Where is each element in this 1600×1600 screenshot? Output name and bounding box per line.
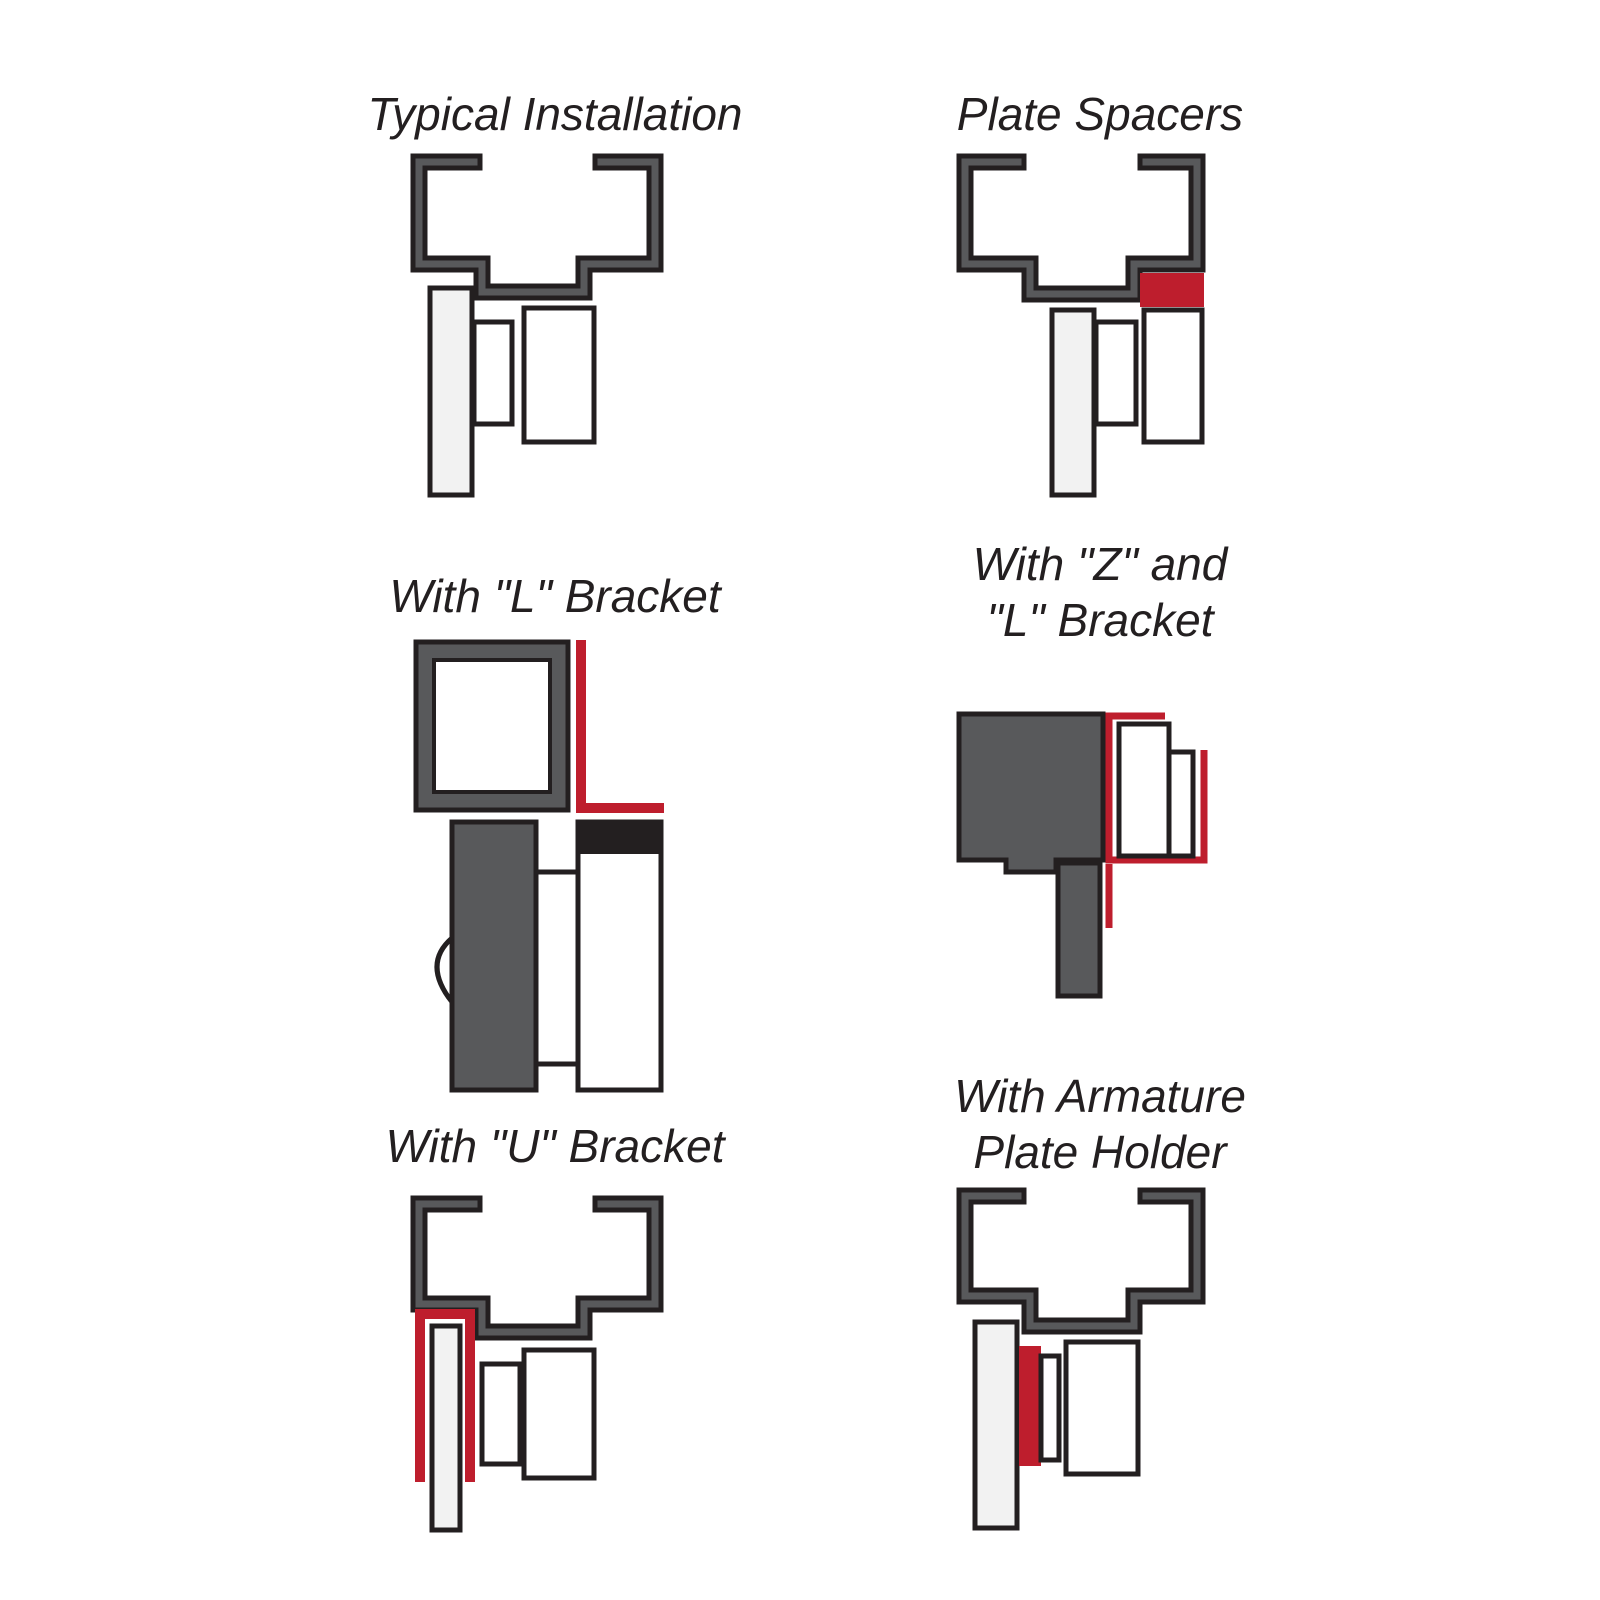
diagram-armature-plate-holder	[956, 1187, 1206, 1531]
l-bracket	[576, 640, 664, 813]
diagram-u-bracket	[410, 1195, 664, 1533]
door-leaf	[427, 285, 475, 498]
armature-plate	[471, 319, 515, 427]
armature-plate-holder	[1019, 1346, 1041, 1466]
door-frame-block	[956, 711, 1106, 875]
title-plate-spacers: Plate Spacers	[956, 88, 1244, 140]
door-leaf	[1055, 860, 1103, 999]
door-leaf	[972, 1319, 1020, 1531]
maglock	[1116, 721, 1172, 859]
title-l-bracket: With "L" Bracket	[389, 570, 721, 622]
title-z-and-l-bracket: With "Z" and "L" Bracket	[870, 536, 1330, 648]
diagram-z-and-l-bracket	[956, 711, 1208, 999]
maglock	[521, 305, 597, 445]
armature-plate	[533, 869, 581, 1067]
armature-plate	[1166, 749, 1196, 859]
z-bracket	[1105, 712, 1208, 864]
maglock	[575, 819, 664, 1093]
door-leaf	[449, 819, 539, 1093]
plate-spacer	[1140, 273, 1204, 307]
title-z-and-l-bracket-line1: With "Z" and	[972, 538, 1228, 590]
armature-plate	[1038, 1353, 1062, 1463]
door-frame-tube-hollow	[432, 658, 552, 794]
title-typical-installation: Typical Installation	[367, 88, 743, 140]
maglock-mounting-plate	[578, 822, 661, 854]
title-armature-line1: With Armature	[954, 1070, 1246, 1122]
title-u-bracket: With "U" Bracket	[385, 1120, 725, 1172]
armature-plate	[1093, 319, 1139, 427]
door-frame-channel	[956, 153, 1206, 303]
door-frame-channel	[410, 1195, 664, 1341]
title-armature-plate-holder: With Armature Plate Holder	[870, 1068, 1330, 1180]
door-leaf	[429, 1323, 463, 1533]
diagram-l-bracket	[413, 639, 664, 1093]
diagram-plate-spacers	[956, 153, 1206, 498]
door-frame-channel	[956, 1187, 1206, 1335]
door-handle	[434, 936, 454, 1004]
maglock	[521, 1347, 597, 1481]
maglock	[1141, 307, 1205, 445]
u-bracket	[415, 1309, 475, 1482]
door-frame-channel	[410, 153, 664, 301]
door-leaf	[1049, 307, 1097, 498]
maglock	[1063, 1339, 1141, 1477]
title-z-and-l-bracket-line2: "L" Bracket	[986, 594, 1214, 646]
diagram-typical-installation	[410, 153, 664, 498]
armature-plate	[479, 1361, 523, 1467]
title-armature-line2: Plate Holder	[973, 1126, 1227, 1178]
